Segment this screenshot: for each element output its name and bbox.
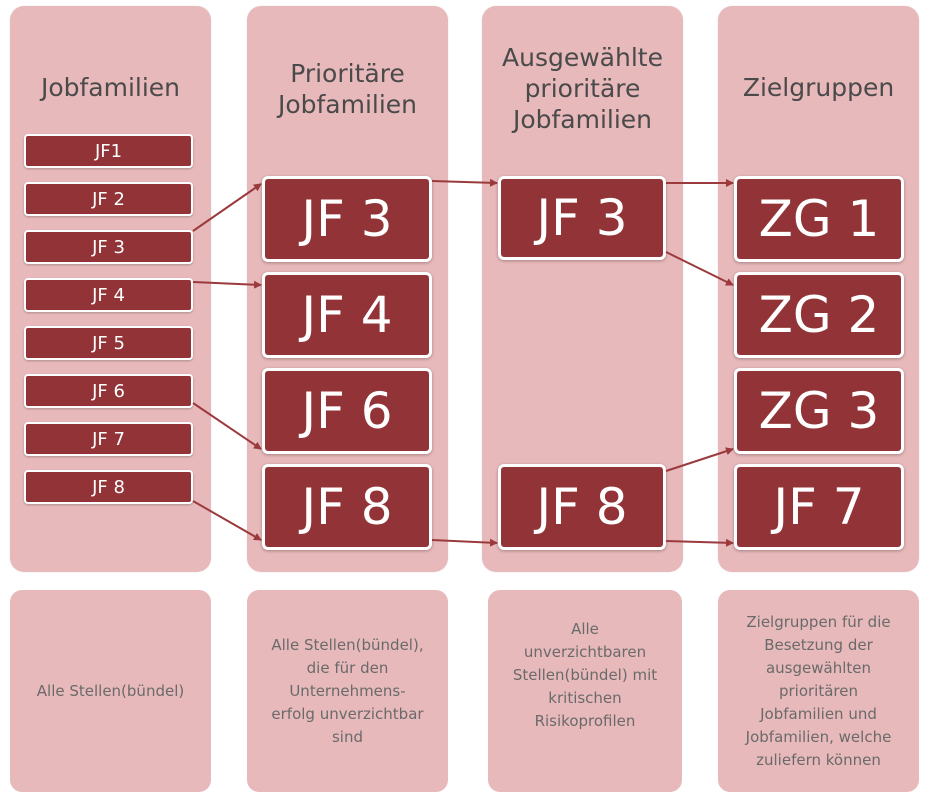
footer-line: Besetzung der [764, 635, 873, 654]
footer-line: Alle Stellen(bündel) [36, 681, 185, 700]
column-title: Zielgruppen [742, 73, 895, 102]
footer-line: ausgewählten [765, 658, 871, 677]
footer-line: Zielgruppen für die [746, 612, 891, 631]
target-box: JF 7 [734, 464, 904, 550]
column-title-line: Jobfamilien [277, 90, 418, 119]
footer-line: prioritären [778, 681, 858, 700]
priority-box: JF 8 [262, 464, 432, 550]
target-box: ZG 2 [734, 272, 904, 358]
column-title-line: prioritäre [524, 74, 641, 103]
footer-line: erfolg unverzichtbar [271, 704, 424, 723]
jobfamily-box: JF 3 [24, 230, 193, 264]
priority-box: JF 6 [262, 368, 432, 454]
column-title-line: Ausgewählte [502, 43, 663, 72]
footer-description: Alle unverzichtbaren Stellen(bündel) mit… [488, 590, 682, 792]
footer-line: Stellen(bündel) mit [512, 666, 658, 684]
jobfamily-box: JF 5 [24, 326, 193, 360]
jobfamily-box: JF 6 [24, 374, 193, 408]
footer-line: Alle [571, 620, 599, 638]
jobfamily-box: JF 2 [24, 182, 193, 216]
target-box: ZG 3 [734, 368, 904, 454]
footer-line: sind [331, 727, 363, 746]
footer-line: kritischen [548, 689, 622, 707]
footer-line: Jobfamilien, welche [745, 727, 892, 746]
column-title-line: Jobfamilien [512, 105, 653, 134]
footer-line: die für den [306, 658, 389, 677]
footer-line: Jobfamilien und [760, 704, 877, 723]
jobfamily-box: JF1 [24, 134, 193, 168]
priority-box: JF 3 [262, 176, 432, 262]
footer-description: Alle Stellen(bündel), die für den Untern… [247, 590, 448, 792]
selected-box: JF 8 [498, 464, 666, 550]
selected-box: JF 3 [498, 176, 666, 260]
jobfamily-box: JF 4 [24, 278, 193, 312]
footer-description: Zielgruppen für die Besetzung der ausgew… [718, 590, 919, 792]
footer-line: zuliefern können [756, 750, 881, 769]
footer-line: Alle Stellen(bündel), [271, 635, 424, 654]
footer-line: Unternehmens- [289, 681, 406, 700]
jobfamily-box: JF 7 [24, 422, 193, 456]
footer-description: Alle Stellen(bündel) [10, 590, 211, 792]
target-box: ZG 1 [734, 176, 904, 262]
footer-line: unverzichtbaren [523, 643, 647, 661]
column-title-line: Prioritäre [290, 59, 405, 88]
jobfamily-box: JF 8 [24, 470, 193, 504]
footer-line: Risikoprofilen [534, 712, 636, 730]
priority-box: JF 4 [262, 272, 432, 358]
column-title: Jobfamilien [40, 73, 181, 102]
